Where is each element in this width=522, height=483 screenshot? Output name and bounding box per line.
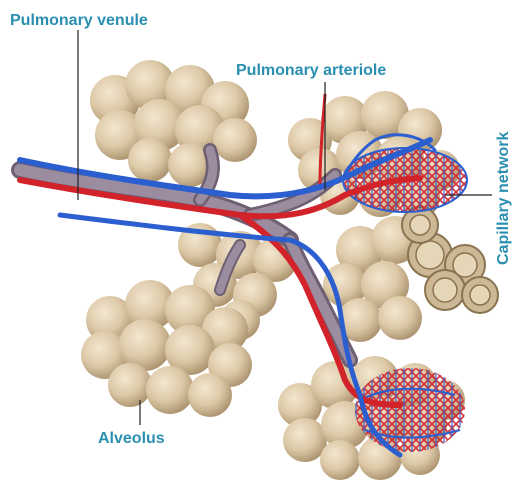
alveolus-cluster-top-left (90, 60, 257, 187)
capillary-network-lower (355, 368, 465, 452)
label-pulmonary-arteriole: Pulmonary arteriole (236, 62, 386, 79)
label-capillary-network: Capillary network (495, 132, 512, 265)
label-alveolus: Alveolus (98, 430, 165, 447)
alveolus-cluster-right-cut (323, 207, 498, 342)
label-pulmonary-venule: Pulmonary venule (10, 12, 148, 29)
